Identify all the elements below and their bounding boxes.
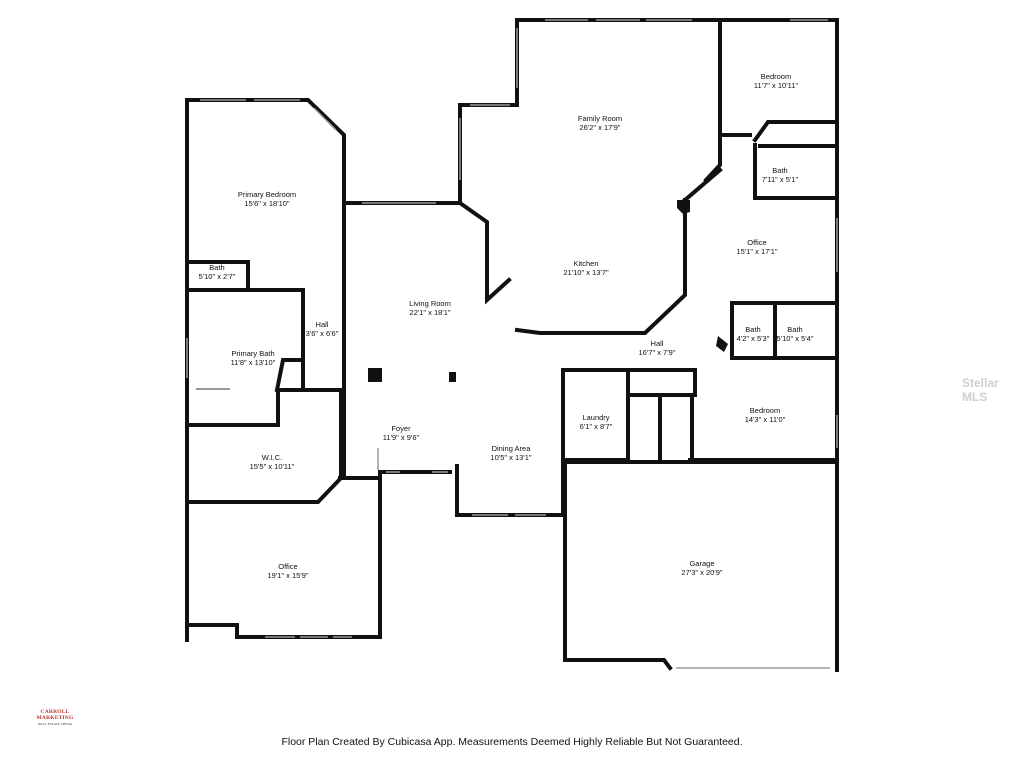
room-size: 15'5" x 10'11"	[249, 462, 295, 471]
room-name: Bath	[209, 263, 225, 272]
windows	[186, 19, 838, 669]
wall	[185, 98, 346, 642]
room-label-wic: W.I.C.15'5" x 10'11"	[250, 453, 295, 471]
window	[313, 107, 337, 131]
room-name: Garage	[689, 559, 715, 568]
room-name: Bedroom	[749, 406, 781, 415]
footer-disclaimer: Floor Plan Created By Cubicasa App. Meas…	[281, 736, 743, 748]
room-name: Kitchen	[573, 259, 599, 268]
fixtures	[196, 200, 728, 390]
wall	[185, 470, 382, 639]
room-size: 3'6" x 6'6"	[305, 329, 339, 338]
room-size: 11'7" x 10'11"	[753, 81, 799, 90]
room-size: 14'3" x 11'0"	[744, 415, 786, 424]
wall	[563, 460, 673, 671]
wall	[342, 201, 512, 305]
room-name: Primary Bath	[231, 349, 275, 358]
room-name: Hall	[315, 320, 329, 329]
column	[677, 200, 690, 214]
room-name: Foyer	[391, 424, 411, 433]
column	[716, 336, 728, 352]
logo-line-2: REAL ESTATE MEDIA	[37, 722, 73, 726]
room-size: 15'1" x 17'1"	[736, 247, 778, 256]
wall	[514, 198, 687, 335]
room-name: Bath	[787, 325, 803, 334]
room-size: 10'5" x 13'1"	[490, 453, 532, 462]
wall	[185, 388, 280, 427]
room-name: Office	[278, 562, 298, 571]
room-name: Dining Area	[491, 444, 531, 453]
room-size: 26'2" x 17'9"	[579, 123, 621, 132]
room-name: W.I.C.	[261, 453, 283, 462]
room-name: Primary Bedroom	[237, 190, 297, 199]
room-size: 15'6" x 18'10"	[244, 199, 290, 208]
room-size: 21'10" x 13'7"	[563, 268, 609, 277]
room-name: Office	[747, 238, 767, 247]
wall	[718, 20, 752, 137]
room-name: Laundry	[582, 413, 610, 422]
fireplace	[368, 368, 382, 382]
wall	[730, 301, 838, 360]
room-size: 11'8" x 13'10"	[230, 358, 276, 367]
room-size: 5'10" x 2'7"	[198, 272, 236, 281]
room-name: Bedroom	[760, 72, 792, 81]
wall	[185, 288, 305, 393]
room-size: 16'7" x 7'9"	[638, 348, 676, 357]
wall	[753, 143, 838, 200]
wall	[752, 120, 838, 143]
wall	[185, 390, 343, 504]
room-name: Family Room	[577, 114, 623, 123]
room-name: Living Room	[409, 299, 451, 308]
wall	[682, 167, 723, 203]
room-size: 22'1" x 18'1"	[409, 308, 451, 317]
watermark: Stellar MLS	[962, 376, 999, 404]
room-name: Hall	[650, 339, 664, 348]
room-name: Bath	[745, 325, 761, 334]
wall	[455, 460, 565, 517]
room-size: 11'9" x 9'6"	[382, 433, 420, 442]
room-size: 4'2" x 5'3"	[736, 334, 770, 343]
logo-line-1: CARROLL MARKETING	[36, 709, 74, 721]
room-name: Bath	[772, 166, 788, 175]
room-size: 7'11" x 5'1"	[761, 175, 799, 184]
column	[449, 372, 456, 382]
closet-door	[196, 388, 230, 390]
room-size: 19'1" x 15'9"	[267, 571, 309, 580]
room-size: 5'10" x 5'4"	[776, 334, 814, 343]
room-size: 6'1" x 8'7"	[579, 422, 613, 431]
wall	[561, 368, 697, 397]
room-size: 27'3" x 20'9"	[681, 568, 723, 577]
wall	[703, 133, 722, 183]
company-logo: CARROLL MARKETING REAL ESTATE MEDIA	[24, 709, 86, 726]
